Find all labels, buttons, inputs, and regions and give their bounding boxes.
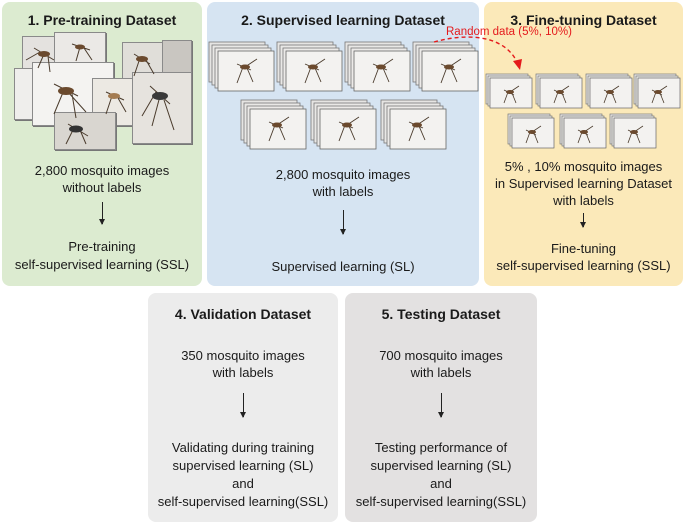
testing-count-line1: 700 mosquito images (379, 348, 503, 363)
testing-method-line3: and (430, 476, 452, 491)
finetuning-image-stacks (484, 70, 683, 160)
validation-method-line1: Validating during training (171, 440, 315, 455)
testing-down-arrow (438, 393, 444, 418)
finetuning-method-line1: Fine-tuning (550, 241, 617, 256)
pretraining-image-collage (14, 32, 192, 150)
supervised-panel: 2. Supervised learning Dataset 2,80 (207, 2, 479, 286)
pretraining-title: 1. Pre-training Dataset (27, 12, 177, 28)
testing-title: 5. Testing Dataset (381, 306, 501, 322)
random-data-label: Random data (5%, 10%) (446, 26, 572, 38)
finetuning-method-line2: self-supervised learning (SSL) (496, 258, 671, 273)
validation-title: 4. Validation Dataset (174, 306, 312, 322)
supervised-count-line1: 2,800 mosquito images (275, 167, 411, 182)
pretraining-count-line2: without labels (62, 180, 142, 195)
supervised-down-arrow (340, 210, 346, 235)
validation-panel: 4. Validation Dataset 350 mosquito image… (148, 293, 338, 522)
supervised-title: 2. Supervised learning Dataset (241, 12, 445, 28)
pretraining-method-line1: Pre-training (68, 239, 136, 254)
finetuning-title: 3. Fine-tuning Dataset (510, 12, 657, 28)
validation-method-line4: self-supervised learning(SSL) (157, 494, 329, 509)
testing-method-line2: supervised learning (SL) (370, 458, 512, 473)
pretraining-count-line1: 2,800 mosquito images (34, 163, 170, 178)
validation-down-arrow (240, 393, 246, 418)
finetuning-down-arrow (580, 213, 586, 228)
testing-method-line4: self-supervised learning(SSL) (355, 494, 527, 509)
pretraining-panel: 1. Pre-training Dataset (2, 2, 202, 286)
validation-count-line2: with labels (212, 365, 274, 380)
testing-count-line2: with labels (410, 365, 472, 380)
validation-count-line1: 350 mosquito images (181, 348, 305, 363)
pretraining-down-arrow (99, 202, 105, 225)
finetuning-panel: 3. Fine-tuning Dataset 5% , 10% mosquito… (484, 2, 683, 286)
testing-panel: 5. Testing Dataset 700 mosquito images w… (345, 293, 537, 522)
supervised-method-line1: Supervised learning (SL) (271, 259, 415, 274)
finetuning-count-line1: 5% , 10% mosquito images (504, 159, 663, 174)
validation-method-line2: supervised learning (SL) (172, 458, 314, 473)
finetuning-count-line2: in Supervised learning Dataset (494, 176, 673, 191)
supervised-count-line2: with labels (312, 184, 374, 199)
testing-method-line1: Testing performance of (374, 440, 508, 455)
validation-method-line3: and (232, 476, 254, 491)
pretraining-method-line2: self-supervised learning (SSL) (14, 257, 190, 272)
finetuning-count-line3: with labels (553, 193, 614, 208)
random-data-arrow (433, 36, 522, 70)
